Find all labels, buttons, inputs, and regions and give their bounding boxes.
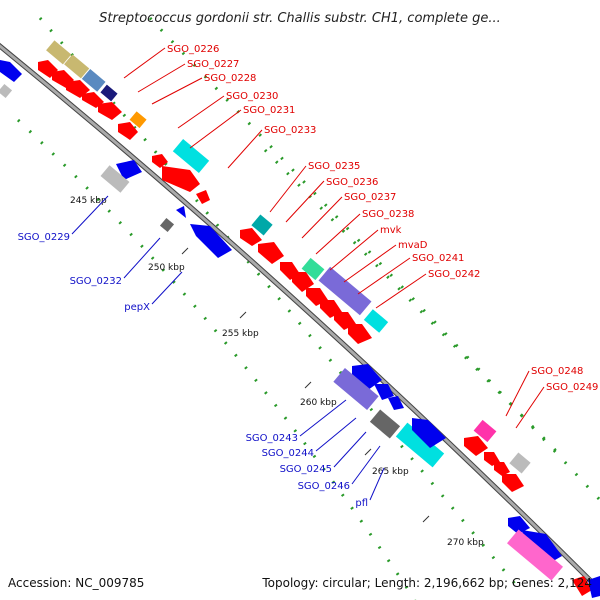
gene-label-sgo-0245[interactable]: SGO_0245 xyxy=(280,464,332,475)
gene-feature[interactable] xyxy=(506,529,564,581)
tick-label-245: 245 kbp xyxy=(70,196,107,206)
gene-feature[interactable] xyxy=(374,384,394,400)
gene-feature[interactable] xyxy=(388,396,404,410)
gene-label-sgo-0248[interactable]: SGO_0248 xyxy=(531,366,583,377)
gene-label-sgo-0235[interactable]: SGO_0235 xyxy=(308,161,360,172)
gene-feature[interactable] xyxy=(172,138,210,174)
gene-label-sgo-0232[interactable]: SGO_0232 xyxy=(70,276,122,287)
topology-text: Topology: circular; Length: 2,196,662 bp… xyxy=(261,576,592,590)
gene-feature[interactable] xyxy=(508,516,530,534)
gene-feature[interactable] xyxy=(196,190,210,204)
gene-feature[interactable] xyxy=(0,60,22,82)
gene-feature[interactable] xyxy=(494,462,510,476)
gene-feature[interactable] xyxy=(258,242,284,264)
gene-feature[interactable] xyxy=(522,530,562,564)
gene-label-sgo-0244[interactable]: SGO_0244 xyxy=(262,448,314,459)
gene-feature[interactable] xyxy=(412,418,446,448)
gene-feature[interactable] xyxy=(502,474,524,492)
gene-feature[interactable] xyxy=(395,422,445,468)
gene-label-sgo-0237[interactable]: SGO_0237 xyxy=(344,192,396,203)
tick-label-265: 265 kbp xyxy=(372,467,409,477)
gene-feature[interactable] xyxy=(0,83,13,99)
gene-feature[interactable] xyxy=(473,419,497,443)
tick-label-250: 250 kbp xyxy=(148,263,185,273)
red-gene-labels: SGO_0226 SGO_0227 SGO_0228 SGO_0230 SGO_… xyxy=(167,44,598,393)
gene-label-sgo-0227[interactable]: SGO_0227 xyxy=(187,59,239,70)
gene-feature[interactable] xyxy=(98,102,122,120)
gene-label-sgo-0226[interactable]: SGO_0226 xyxy=(167,44,219,55)
gene-label-sgo-0231[interactable]: SGO_0231 xyxy=(243,105,295,116)
gene-feature[interactable] xyxy=(190,224,232,258)
gene-features xyxy=(0,40,600,598)
gene-feature[interactable] xyxy=(333,367,379,411)
gene-feature[interactable] xyxy=(251,214,273,236)
gene-label-sgo-0236[interactable]: SGO_0236 xyxy=(326,177,378,188)
gene-label-mvk[interactable]: mvk xyxy=(380,225,402,236)
red-leader-lines xyxy=(123,47,545,429)
gene-label-sgo-0230[interactable]: SGO_0230 xyxy=(226,91,278,102)
gene-label-sgo-0246[interactable]: SGO_0246 xyxy=(298,481,350,492)
gene-feature[interactable] xyxy=(162,166,200,192)
gene-label-sgo-0249[interactable]: SGO_0249 xyxy=(546,382,598,393)
gene-feature[interactable] xyxy=(292,272,314,292)
gene-feature[interactable] xyxy=(301,257,325,281)
gene-label-sgo-0243[interactable]: SGO_0243 xyxy=(246,433,298,444)
gene-feature[interactable] xyxy=(46,40,72,65)
gene-feature[interactable] xyxy=(348,324,372,344)
gene-feature[interactable] xyxy=(66,80,90,98)
gene-feature[interactable] xyxy=(118,122,138,140)
gene-feature[interactable] xyxy=(572,576,592,596)
gene-feature[interactable] xyxy=(116,160,142,180)
gene-label-mvad[interactable]: mvaD xyxy=(398,240,428,251)
blue-leader-lines xyxy=(71,195,385,501)
gene-feature[interactable] xyxy=(176,206,186,218)
gene-feature[interactable] xyxy=(369,409,401,439)
gene-feature[interactable] xyxy=(464,436,488,456)
gene-label-pepx[interactable]: pepX xyxy=(124,302,150,313)
gene-feature[interactable] xyxy=(352,364,382,390)
map-title: Streptococcus gordonii str. Challis subs… xyxy=(99,11,501,26)
gene-feature[interactable] xyxy=(64,54,90,79)
gene-feature[interactable] xyxy=(152,154,168,168)
tick-label-260: 260 kbp xyxy=(300,398,337,408)
gene-feature[interactable] xyxy=(509,452,531,474)
tick-label-255: 255 kbp xyxy=(222,329,259,339)
gene-feature[interactable] xyxy=(318,266,372,316)
gene-label-sgo-0229[interactable]: SGO_0229 xyxy=(18,232,70,243)
gene-feature[interactable] xyxy=(159,217,175,233)
genome-backbone xyxy=(0,42,600,594)
blue-gene-labels: SGO_0229 SGO_0232 pepX SGO_0243 SGO_0244… xyxy=(18,232,368,509)
gene-label-pfl[interactable]: pfl xyxy=(355,498,368,509)
gene-feature[interactable] xyxy=(81,68,106,92)
gene-feature[interactable] xyxy=(100,165,130,193)
gene-label-sgo-0228[interactable]: SGO_0228 xyxy=(204,73,256,84)
tick-label-270: 270 kbp xyxy=(447,538,484,548)
gene-feature[interactable] xyxy=(588,576,600,598)
gene-feature[interactable] xyxy=(129,111,147,129)
gene-label-sgo-0242[interactable]: SGO_0242 xyxy=(428,269,480,280)
gene-label-sgo-0233[interactable]: SGO_0233 xyxy=(264,125,316,136)
gene-feature[interactable] xyxy=(100,84,118,102)
dotted-guides xyxy=(16,16,600,600)
dotted-line-2 xyxy=(38,17,522,591)
gene-feature[interactable] xyxy=(363,309,389,333)
gene-label-sgo-0238[interactable]: SGO_0238 xyxy=(362,209,414,220)
gene-label-sgo-0241[interactable]: SGO_0241 xyxy=(412,253,464,264)
accession-text: Accession: NC_009785 xyxy=(8,576,144,590)
gene-feature[interactable] xyxy=(240,228,262,246)
